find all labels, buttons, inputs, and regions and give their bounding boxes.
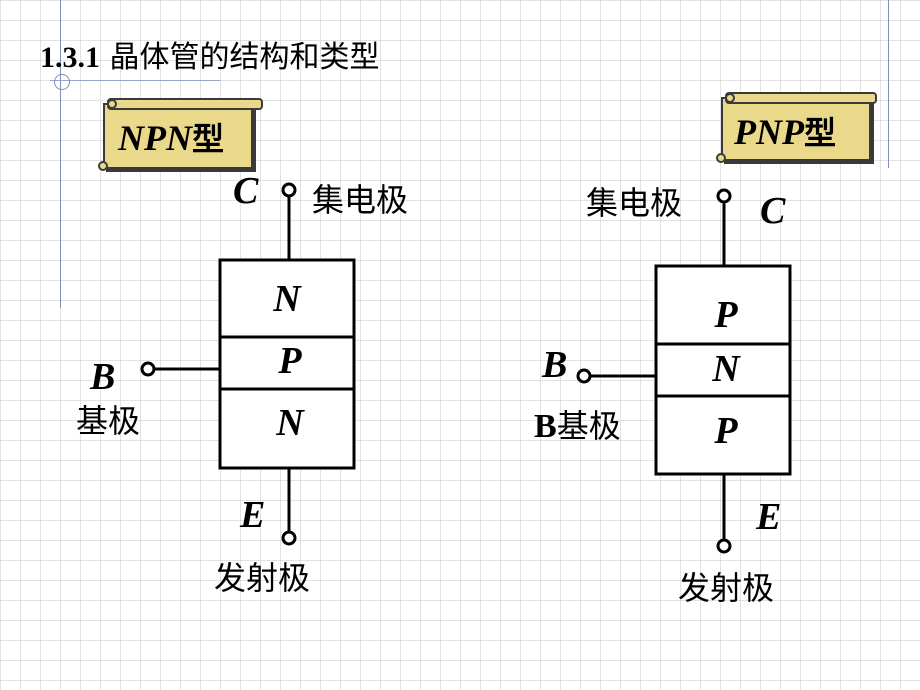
pnp-base-name: B基极 [534, 410, 621, 444]
npn-structure [140, 182, 356, 546]
pnp-collector-terminal [716, 188, 732, 204]
pnp-type-label: PNP型 [734, 108, 836, 154]
npn-type-latin: NPN [118, 118, 192, 158]
npn-layer-top: N [273, 278, 301, 320]
npn-base-name: 基极 [76, 402, 141, 440]
pnp-layer-bottom: P [714, 410, 738, 452]
pnp-scroll-banner [716, 92, 877, 164]
pnp-collector-letter: C [760, 190, 786, 232]
title-number: 1.3.1 [40, 41, 100, 74]
npn-collector-terminal [281, 182, 297, 198]
slide-frame-right-line [888, 0, 889, 168]
slide-corner-circle-icon [54, 74, 70, 90]
pnp-emitter-letter: E [756, 496, 782, 538]
npn-layer-bottom: N [276, 402, 304, 444]
title-text: 晶体管的结构和类型 [100, 40, 380, 75]
pnp-type-cjk: 型 [803, 114, 836, 152]
pnp-collector-name: 集电极 [586, 184, 683, 222]
pnp-layer-top: P [714, 294, 738, 336]
npn-collector-name: 集电极 [312, 181, 409, 219]
npn-emitter-letter: E [240, 494, 266, 536]
pnp-type-latin: PNP [734, 112, 804, 152]
slide-title: 1.3.1 晶体管的结构和类型 [40, 32, 380, 76]
npn-type-label: NPN型 [118, 114, 224, 160]
pnp-layer-middle: N [712, 348, 740, 390]
slide-frame-left-line [60, 0, 61, 308]
npn-collector-letter: C [233, 170, 259, 212]
pnp-structure [576, 188, 792, 554]
slide-title-underline [50, 80, 220, 81]
pnp-base-name-text: 基极 [556, 407, 621, 445]
pnp-base-terminal [576, 368, 592, 384]
npn-layer-middle: P [278, 340, 302, 382]
npn-body [218, 258, 356, 470]
npn-emitter-name: 发射极 [214, 559, 311, 597]
pnp-base-name-prefix: B [534, 408, 557, 445]
npn-emitter-terminal [281, 530, 297, 546]
npn-type-cjk: 型 [192, 120, 225, 158]
pnp-emitter-terminal [716, 538, 732, 554]
pnp-body [654, 264, 792, 476]
npn-scroll-banner [98, 98, 263, 172]
npn-base-terminal [140, 361, 156, 377]
pnp-base-letter: B [542, 344, 568, 386]
npn-base-letter: B [90, 356, 116, 398]
pnp-emitter-name: 发射极 [678, 569, 775, 607]
